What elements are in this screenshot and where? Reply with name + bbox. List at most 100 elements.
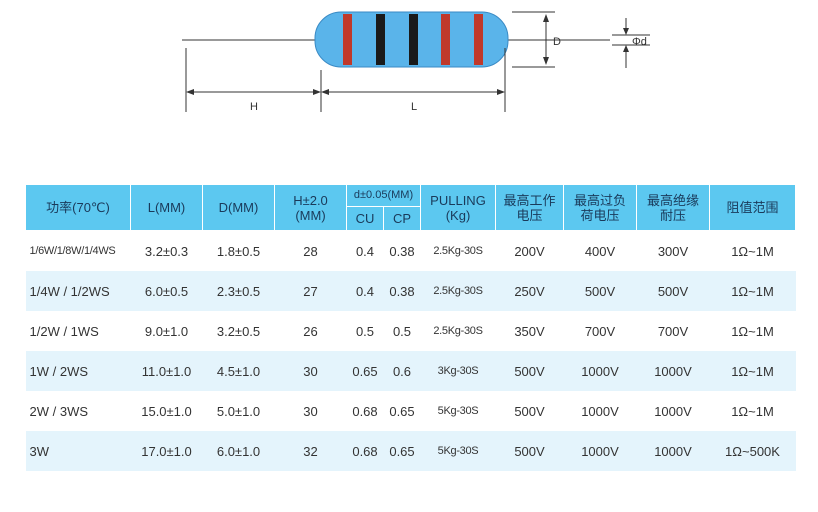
- cell-l: 17.0±1.0: [130, 431, 203, 471]
- d-arrow-bottom: [543, 57, 549, 65]
- cell-overload-v: 400V: [584, 243, 616, 259]
- header-overload-v-line1: 最高过负: [573, 192, 626, 208]
- cell-pulling: 2.5Kg-30S: [433, 325, 483, 337]
- l-label: L: [411, 101, 417, 113]
- cell-cp: 0.65: [389, 403, 415, 419]
- cell-d: 2.3±0.5: [202, 271, 275, 311]
- cell-cp: 0.38: [389, 243, 415, 259]
- header-pulling-line1: PULLING: [430, 192, 486, 208]
- phid-arrow-bottom: [623, 45, 629, 52]
- cell-d: 6.0±1.0: [202, 431, 275, 471]
- d-label: D: [553, 36, 561, 48]
- h-arrow-left: [186, 89, 194, 95]
- header-h-line2: (MM): [295, 207, 326, 223]
- cell-range: 1Ω~1M: [709, 271, 796, 311]
- cell-range: 1Ω~1M: [709, 351, 796, 391]
- cell-cu: 0.68: [352, 403, 378, 419]
- cell-range: 1Ω~500K: [709, 431, 796, 471]
- cell-l: 11.0±1.0: [130, 351, 203, 391]
- header-pulling: PULLING (Kg): [420, 184, 496, 231]
- phid-label: Φd: [632, 36, 647, 48]
- cell-cu: 0.5: [355, 323, 375, 339]
- cell-l: 9.0±1.0: [144, 323, 189, 339]
- cell-power: 1/4W / 1/2WS: [25, 271, 131, 311]
- cell-range: 1Ω~1M: [731, 323, 774, 339]
- resistor-spec-table: 功率(70℃) L(MM) D(MM) H±2.0 (MM) d±0.05(MM…: [25, 184, 796, 471]
- cell-l: 6.0±0.5: [130, 271, 203, 311]
- header-l: L(MM): [130, 184, 203, 231]
- cell-power: 1/6W/1/8W/1/4WS: [29, 245, 116, 257]
- cell-cp: 0.5: [392, 323, 412, 339]
- cell-overload-v: 1000V: [563, 351, 637, 391]
- header-max-working-voltage: 最高工作 电压: [495, 184, 564, 231]
- cell-pulling: 2.5Kg-30S: [433, 245, 483, 257]
- header-power: 功率(70℃): [25, 184, 131, 231]
- cell-power: 3W: [25, 431, 131, 471]
- cell-insulation-v: 500V: [636, 271, 710, 311]
- cell-d: 5.0±1.0: [216, 403, 261, 419]
- cell-insulation-v: 1000V: [636, 431, 710, 471]
- cell-cp: 0.38: [383, 271, 421, 311]
- cell-h: 30: [274, 351, 347, 391]
- cell-power: 1W / 2WS: [25, 351, 131, 391]
- cell-insulation-v: 300V: [657, 243, 689, 259]
- header-d: D(MM): [202, 184, 275, 231]
- cell-cu: 0.65: [346, 351, 384, 391]
- cell-overload-v: 700V: [584, 323, 616, 339]
- cell-cu: 0.4: [355, 243, 375, 259]
- cell-work-v: 500V: [514, 403, 545, 419]
- header-work-v-line1: 最高工作: [503, 192, 556, 208]
- cell-work-v: 500V: [495, 431, 564, 471]
- header-pulling-line2: (Kg): [445, 207, 471, 223]
- header-cu: CU: [346, 206, 384, 231]
- header-insulation-v-line1: 最高绝缘: [646, 192, 699, 208]
- header-max-overload-voltage: 最高过负 荷电压: [563, 184, 637, 231]
- table-row: 1/6W/1/8W/1/4WS 3.2±0.3 1.8±0.5 28 0.4 0.38 2.…: [26, 231, 796, 272]
- resistor-band: [409, 14, 418, 65]
- h-arrow-right: [313, 89, 321, 95]
- header-h: H±2.0 (MM): [274, 184, 347, 231]
- cell-work-v: 500V: [495, 351, 564, 391]
- cell-l: 3.2±0.3: [144, 243, 189, 259]
- cell-power: 1/2W / 1WS: [29, 323, 99, 339]
- cell-insulation-v: 700V: [657, 323, 689, 339]
- cell-d: 1.8±0.5: [216, 243, 261, 259]
- cell-insulation-v: 1000V: [654, 403, 692, 419]
- cell-pulling: 3Kg-30S: [420, 351, 496, 391]
- cell-pulling: 5Kg-30S: [420, 431, 496, 471]
- cell-overload-v: 1000V: [563, 431, 637, 471]
- resistor-band: [343, 14, 352, 65]
- cell-d: 3.2±0.5: [216, 323, 261, 339]
- cell-cu: 0.4: [346, 271, 384, 311]
- resistor-band: [441, 14, 450, 65]
- header-lead-diameter: d±0.05(MM): [346, 184, 421, 207]
- l-arrow-right: [497, 89, 505, 95]
- header-cp: CP: [383, 206, 421, 231]
- cell-h: 30: [303, 403, 318, 419]
- cell-power: 2W / 3WS: [29, 403, 89, 419]
- cell-range: 1Ω~1M: [731, 243, 774, 259]
- cell-range: 1Ω~1M: [731, 403, 774, 419]
- header-work-v-line2: 电压: [516, 207, 543, 223]
- resistor-dimension-diagram: H L D Φd: [182, 11, 650, 113]
- cell-l: 15.0±1.0: [141, 403, 192, 419]
- cell-overload-v: 1000V: [581, 403, 619, 419]
- cell-h: 32: [274, 431, 347, 471]
- cell-h: 28: [303, 243, 318, 259]
- cell-cp: 0.6: [383, 351, 421, 391]
- cell-pulling: 5Kg-30S: [437, 405, 479, 417]
- l-arrow-left: [321, 89, 329, 95]
- table-row: 2W / 3WS 15.0±1.0 5.0±1.0 30 0.68 0.65 5Kg-30S…: [26, 391, 796, 431]
- h-label: H: [250, 101, 258, 113]
- resistor-band: [376, 14, 385, 65]
- phid-arrow-top: [623, 28, 629, 35]
- header-resistance-range: 阻值范围: [709, 184, 796, 231]
- cell-h: 27: [274, 271, 347, 311]
- resistor-band: [474, 14, 483, 65]
- cell-pulling: 2.5Kg-30S: [420, 271, 496, 311]
